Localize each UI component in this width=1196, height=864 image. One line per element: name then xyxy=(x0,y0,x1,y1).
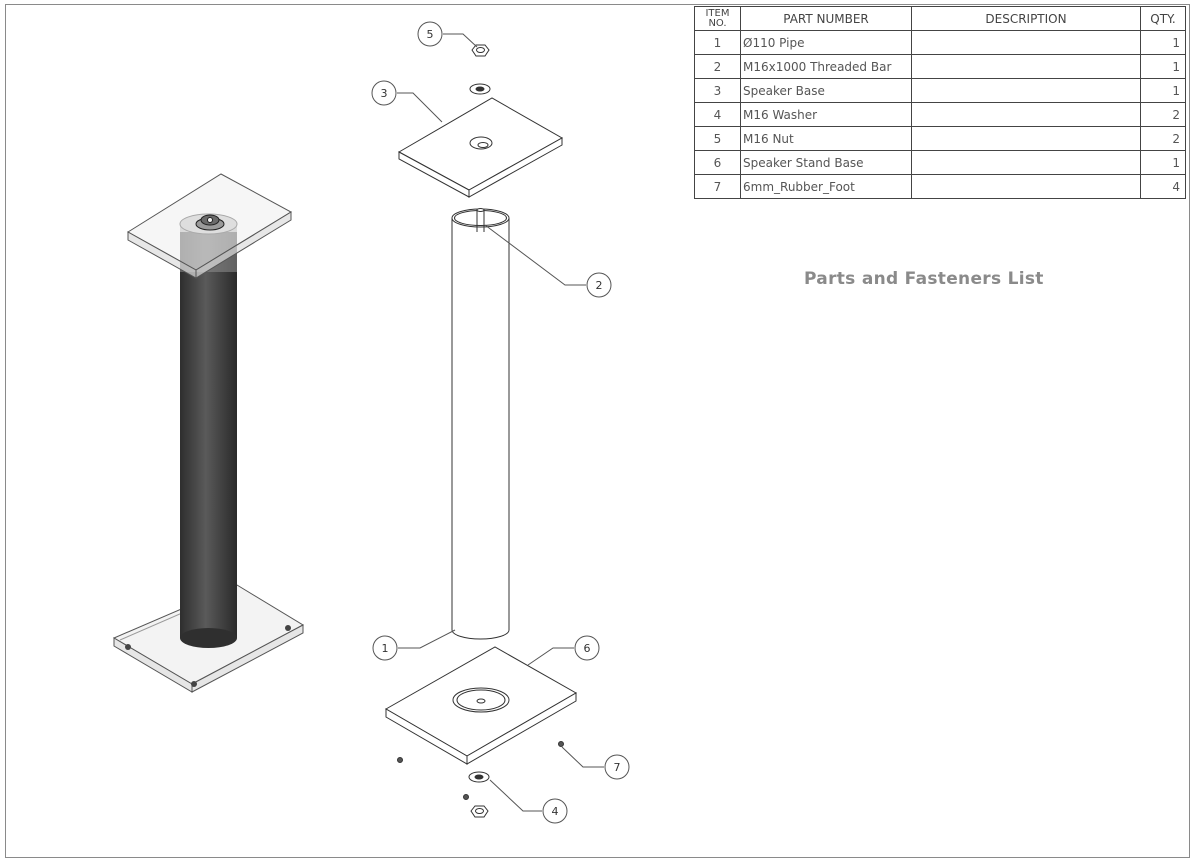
bom-description xyxy=(911,102,1141,127)
bom-part-number: M16x1000 Threaded Bar xyxy=(740,54,912,79)
balloon-6: 6 xyxy=(527,635,600,666)
balloon-1-label: 1 xyxy=(382,642,389,655)
table-row: 6 Speaker Stand Base 1 xyxy=(694,150,1186,175)
table-row: 7 6mm_Rubber_Foot 4 xyxy=(694,174,1186,199)
bom-item-no: 2 xyxy=(694,54,741,79)
exploded-nut-top xyxy=(471,44,490,57)
bom-description xyxy=(911,30,1141,55)
bom-qty: 1 xyxy=(1140,150,1186,175)
bom-header-row: ITEM NO. PART NUMBER DESCRIPTION QTY. xyxy=(694,6,1186,31)
exploded-stand-base xyxy=(384,646,578,765)
balloon-3-label: 3 xyxy=(381,87,388,100)
exploded-nut-bottom xyxy=(470,805,489,818)
table-row: 3 Speaker Base 1 xyxy=(694,78,1186,103)
bom-qty: 2 xyxy=(1140,126,1186,151)
bom-qty: 4 xyxy=(1140,174,1186,199)
bom-part-number: Speaker Stand Base xyxy=(740,150,912,175)
bom-item-no: 3 xyxy=(694,78,741,103)
balloon-7: 7 xyxy=(561,746,630,780)
assembled-rubber-feet xyxy=(125,625,291,687)
balloon-2: 2 xyxy=(484,224,612,298)
bom-item-no: 1 xyxy=(694,30,741,55)
balloon-4-label: 4 xyxy=(552,805,559,818)
bom-header-item-no: ITEM NO. xyxy=(694,6,741,31)
exploded-view xyxy=(384,44,578,818)
bom-description xyxy=(911,150,1141,175)
balloon-6-label: 6 xyxy=(584,642,591,655)
bom-description xyxy=(911,78,1141,103)
bom-qty: 1 xyxy=(1140,30,1186,55)
bom-part-number: 6mm_Rubber_Foot xyxy=(740,174,912,199)
bom-item-no: 7 xyxy=(694,174,741,199)
balloon-7-label: 7 xyxy=(614,761,621,774)
drawing-sheet-border xyxy=(5,4,1190,858)
balloon-1: 1 xyxy=(372,629,456,661)
balloon-2-label: 2 xyxy=(596,279,603,292)
bom-qty: 2 xyxy=(1140,102,1186,127)
table-row: 4 M16 Washer 2 xyxy=(694,102,1186,127)
assembled-view xyxy=(112,173,305,693)
bill-of-materials-table: ITEM NO. PART NUMBER DESCRIPTION QTY. 1 … xyxy=(694,6,1186,199)
bom-part-number: M16 Washer xyxy=(740,102,912,127)
exploded-rubber-feet xyxy=(397,741,564,800)
bom-part-number: Speaker Base xyxy=(740,78,912,103)
bom-item-no: 6 xyxy=(694,150,741,175)
bom-part-number: M16 Nut xyxy=(740,126,912,151)
balloon-5: 5 xyxy=(417,21,478,48)
table-row: 1 Ø110 Pipe 1 xyxy=(694,30,1186,55)
bom-description xyxy=(911,174,1141,199)
bom-part-number: Ø110 Pipe xyxy=(740,30,912,55)
assembled-pipe xyxy=(179,213,238,648)
bom-description xyxy=(911,54,1141,79)
balloon-4: 4 xyxy=(489,779,568,824)
bom-qty: 1 xyxy=(1140,78,1186,103)
balloon-3: 3 xyxy=(371,80,443,123)
balloon-5-label: 5 xyxy=(427,28,434,41)
table-row: 2 M16x1000 Threaded Bar 1 xyxy=(694,54,1186,79)
bom-item-no: 4 xyxy=(694,102,741,127)
exploded-pipe xyxy=(451,208,510,640)
bom-header-part-number: PART NUMBER xyxy=(740,6,912,31)
bom-header-qty: QTY. xyxy=(1140,6,1186,31)
balloons: 5 3 2 1 6 7 4 xyxy=(371,21,630,824)
parts-list-title: Parts and Fasteners List xyxy=(804,269,1044,289)
exploded-washer-top xyxy=(469,83,491,95)
bom-description xyxy=(911,126,1141,151)
bom-item-no: 5 xyxy=(694,126,741,151)
table-row: 5 M16 Nut 2 xyxy=(694,126,1186,151)
assembled-nut-washer xyxy=(195,214,225,231)
exploded-washer-bottom xyxy=(468,771,490,783)
bom-header-description: DESCRIPTION xyxy=(911,6,1141,31)
exploded-speaker-base xyxy=(397,97,564,198)
bom-qty: 1 xyxy=(1140,54,1186,79)
